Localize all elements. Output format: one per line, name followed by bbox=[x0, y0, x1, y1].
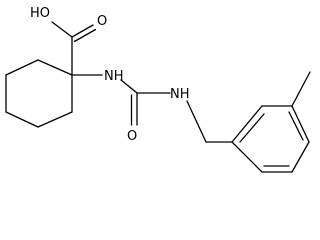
bond bbox=[291, 105, 310, 143]
bond bbox=[5, 59, 39, 76]
chemical-structure: HO O NH O NH bbox=[5, 6, 311, 173]
bond bbox=[291, 71, 311, 107]
aromatic-inner-bond bbox=[239, 113, 265, 143]
amine-nh-label: NH bbox=[170, 87, 190, 102]
cyclohexane-ring bbox=[5, 59, 73, 128]
benzene-ring bbox=[231, 105, 310, 173]
carbonyl-oxygen-label: O bbox=[97, 14, 107, 29]
bond bbox=[51, 21, 73, 38]
bond bbox=[120, 79, 138, 94]
carboxylic-acid-group: HO O bbox=[30, 6, 107, 76]
aromatic-inner-bond bbox=[288, 111, 304, 141]
amine-nh-label: NH bbox=[104, 69, 124, 84]
bond bbox=[37, 111, 73, 128]
bond bbox=[186, 100, 207, 143]
double-bond bbox=[73, 28, 97, 43]
bond bbox=[231, 141, 263, 173]
urea-linker: NH O NH bbox=[71, 69, 233, 144]
bond bbox=[291, 141, 310, 173]
double-bond bbox=[71, 24, 94, 38]
urea-oxygen-label: O bbox=[127, 129, 137, 144]
bond bbox=[5, 111, 39, 128]
bond bbox=[37, 59, 73, 76]
hydroxyl-label: HO bbox=[30, 6, 50, 21]
bond bbox=[231, 105, 263, 143]
methyl-group bbox=[291, 71, 311, 107]
